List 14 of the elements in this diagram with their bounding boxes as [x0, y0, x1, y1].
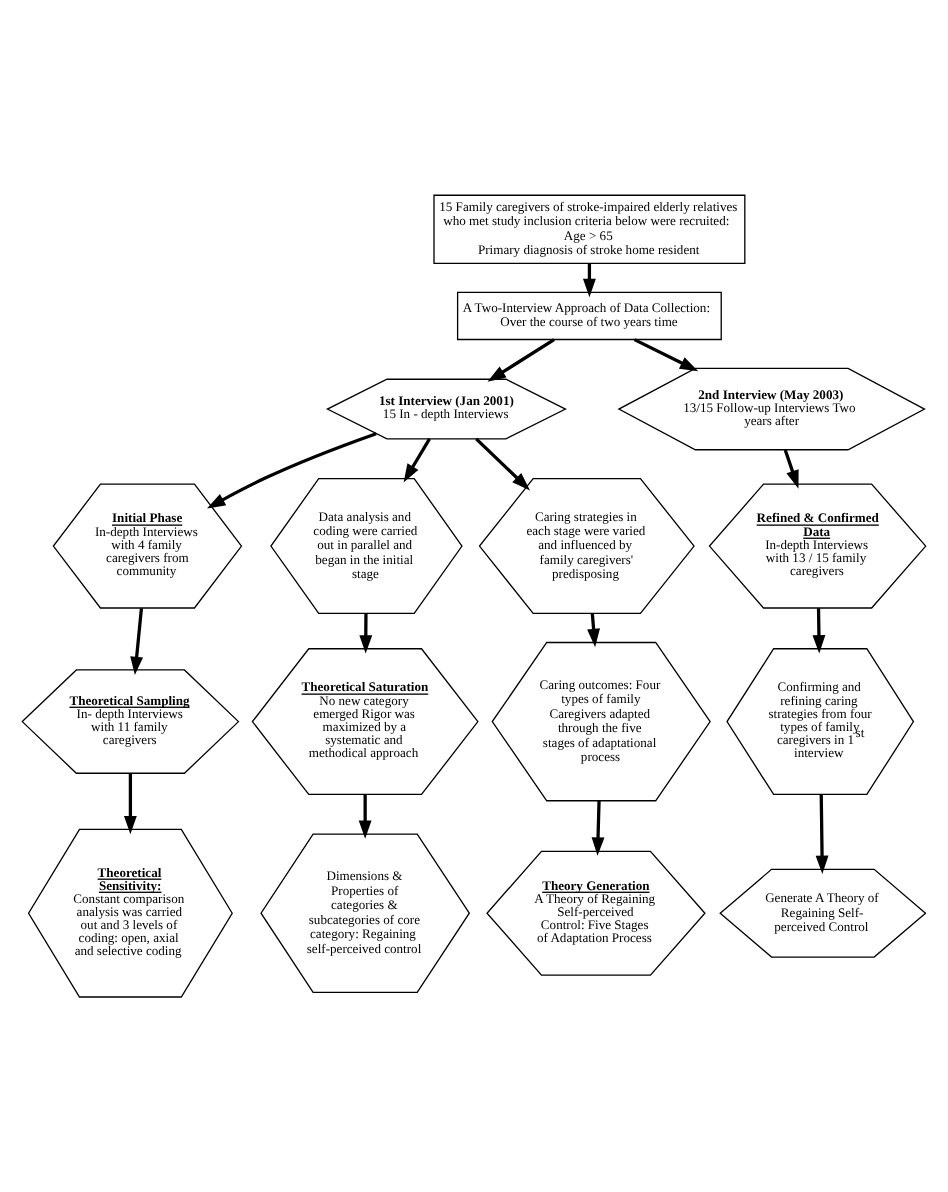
arrow: [633, 338, 699, 372]
arrow: [812, 608, 826, 654]
arrow: [358, 794, 372, 839]
arrow: [207, 432, 377, 509]
arrow: [815, 794, 829, 875]
arrow: [123, 773, 137, 835]
arrow: [591, 800, 605, 856]
arrow: [487, 338, 555, 382]
arrow: [587, 613, 600, 648]
arrow: [403, 438, 431, 483]
arrow: [130, 608, 144, 676]
arrow: [783, 449, 799, 489]
arrow: [475, 437, 531, 491]
arrow: [359, 613, 373, 654]
